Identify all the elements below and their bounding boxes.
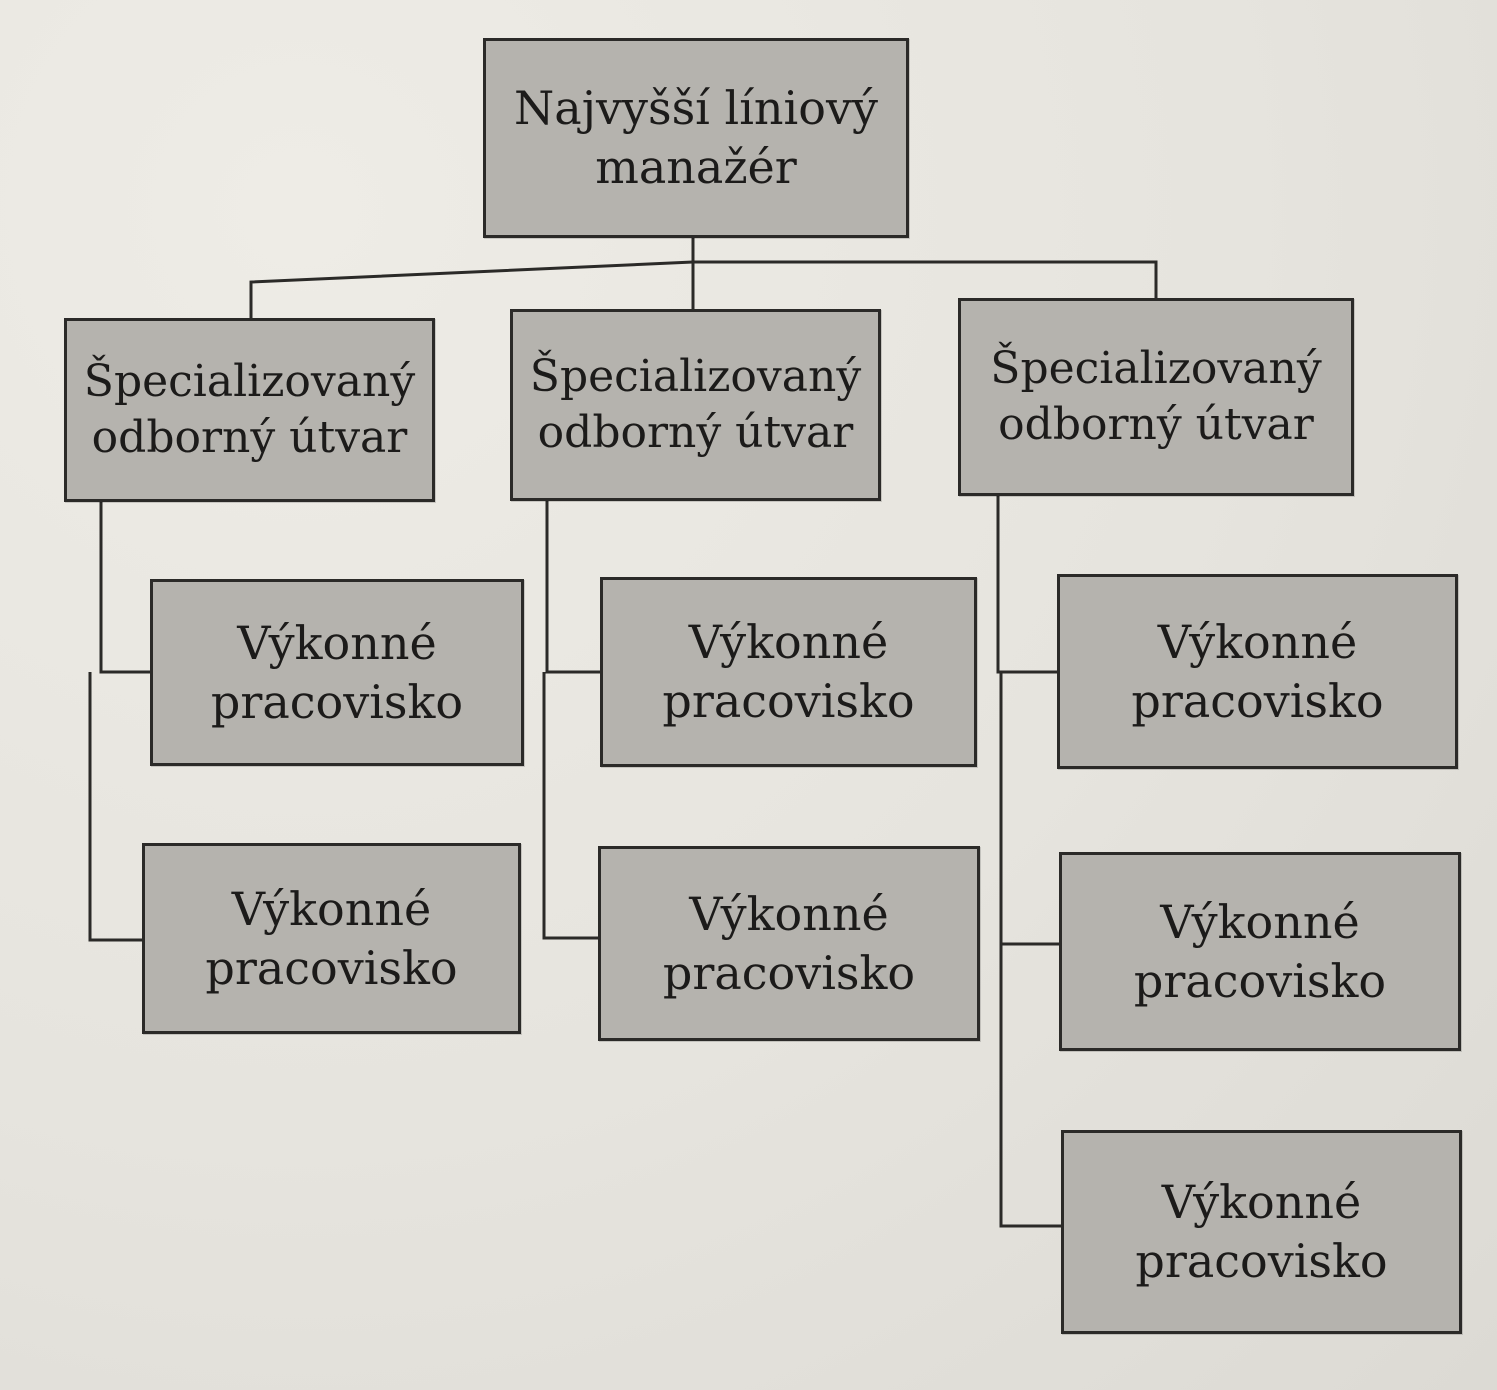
connector-dept-2-spine bbox=[545, 500, 600, 674]
unit-label-line2: pracovisko bbox=[662, 674, 915, 728]
unit-box-3-3: Výkonné pracovisko bbox=[1061, 1130, 1462, 1334]
department-label-line2: odborný útvar bbox=[91, 412, 408, 463]
department-label: Špecializovaný odborný útvar bbox=[84, 354, 415, 467]
root-label: Najvyšší líniový manažér bbox=[514, 79, 878, 197]
connector-dept-1-unit-2 bbox=[88, 672, 142, 942]
department-box-3: Špecializovaný odborný útvar bbox=[958, 298, 1354, 496]
unit-label-line1: Výkonné bbox=[1160, 894, 1360, 949]
root-label-line1: Najvyšší líniový bbox=[514, 81, 878, 136]
unit-label-line2: pracovisko bbox=[210, 674, 464, 729]
unit-label-line2: pracovisko bbox=[205, 940, 458, 995]
unit-box-2-2: Výkonné pracovisko bbox=[598, 846, 980, 1041]
unit-label: Výkonné pracovisko bbox=[211, 614, 463, 732]
unit-label-line1: Výkonné bbox=[1157, 614, 1358, 669]
department-label-line2: odborný útvar bbox=[537, 407, 854, 458]
unit-label-line2: pracovisko bbox=[1133, 953, 1387, 1008]
connector-dept-1-spine bbox=[99, 502, 150, 674]
unit-label-line1: Výkonné bbox=[1161, 1175, 1362, 1230]
unit-label-line2: pracovisko bbox=[1131, 673, 1384, 728]
unit-label-line1: Výkonné bbox=[237, 615, 437, 670]
unit-label-line1: Výkonné bbox=[688, 615, 889, 670]
department-label-line1: Špecializovaný bbox=[990, 342, 1322, 394]
unit-label-line1: Výkonné bbox=[231, 881, 432, 936]
unit-label: Výkonné pracovisko bbox=[1131, 613, 1383, 731]
unit-box-1-1: Výkonné pracovisko bbox=[150, 579, 524, 766]
connector-dept-2-unit-2 bbox=[542, 672, 598, 940]
department-label: Špecializovaný odborný útvar bbox=[990, 341, 1321, 454]
unit-label: Výkonné pracovisko bbox=[1134, 893, 1386, 1011]
department-label-line1: Špecializovaný bbox=[83, 355, 416, 407]
unit-label-line2: pracovisko bbox=[662, 945, 916, 1000]
unit-label-line1: Výkonné bbox=[689, 886, 889, 941]
unit-label: Výkonné pracovisko bbox=[205, 880, 457, 998]
unit-label: Výkonné pracovisko bbox=[1135, 1173, 1387, 1291]
connector-dept-3-unit-3 bbox=[999, 944, 1061, 1228]
department-label-line1: Špecializovaný bbox=[529, 350, 862, 402]
unit-box-1-2: Výkonné pracovisko bbox=[142, 843, 521, 1034]
unit-box-3-1: Výkonné pracovisko bbox=[1057, 574, 1458, 769]
department-box-1: Špecializovaný odborný útvar bbox=[64, 318, 435, 502]
connector-dept-3-unit-2 bbox=[999, 672, 1059, 946]
unit-box-2-1: Výkonné pracovisko bbox=[600, 577, 977, 767]
unit-label: Výkonné pracovisko bbox=[662, 613, 914, 731]
connector-dept-3-spine bbox=[996, 496, 1057, 674]
unit-label-line2: pracovisko bbox=[1135, 1234, 1388, 1288]
department-label: Špecializovaný odborný útvar bbox=[530, 349, 861, 462]
root-label-line2: manažér bbox=[595, 140, 797, 194]
root-box: Najvyšší líniový manažér bbox=[483, 38, 909, 238]
department-box-2: Špecializovaný odborný útvar bbox=[510, 309, 881, 501]
department-label-line2: odborný útvar bbox=[998, 399, 1314, 450]
unit-box-3-2: Výkonné pracovisko bbox=[1059, 852, 1461, 1051]
unit-label: Výkonné pracovisko bbox=[663, 885, 915, 1003]
